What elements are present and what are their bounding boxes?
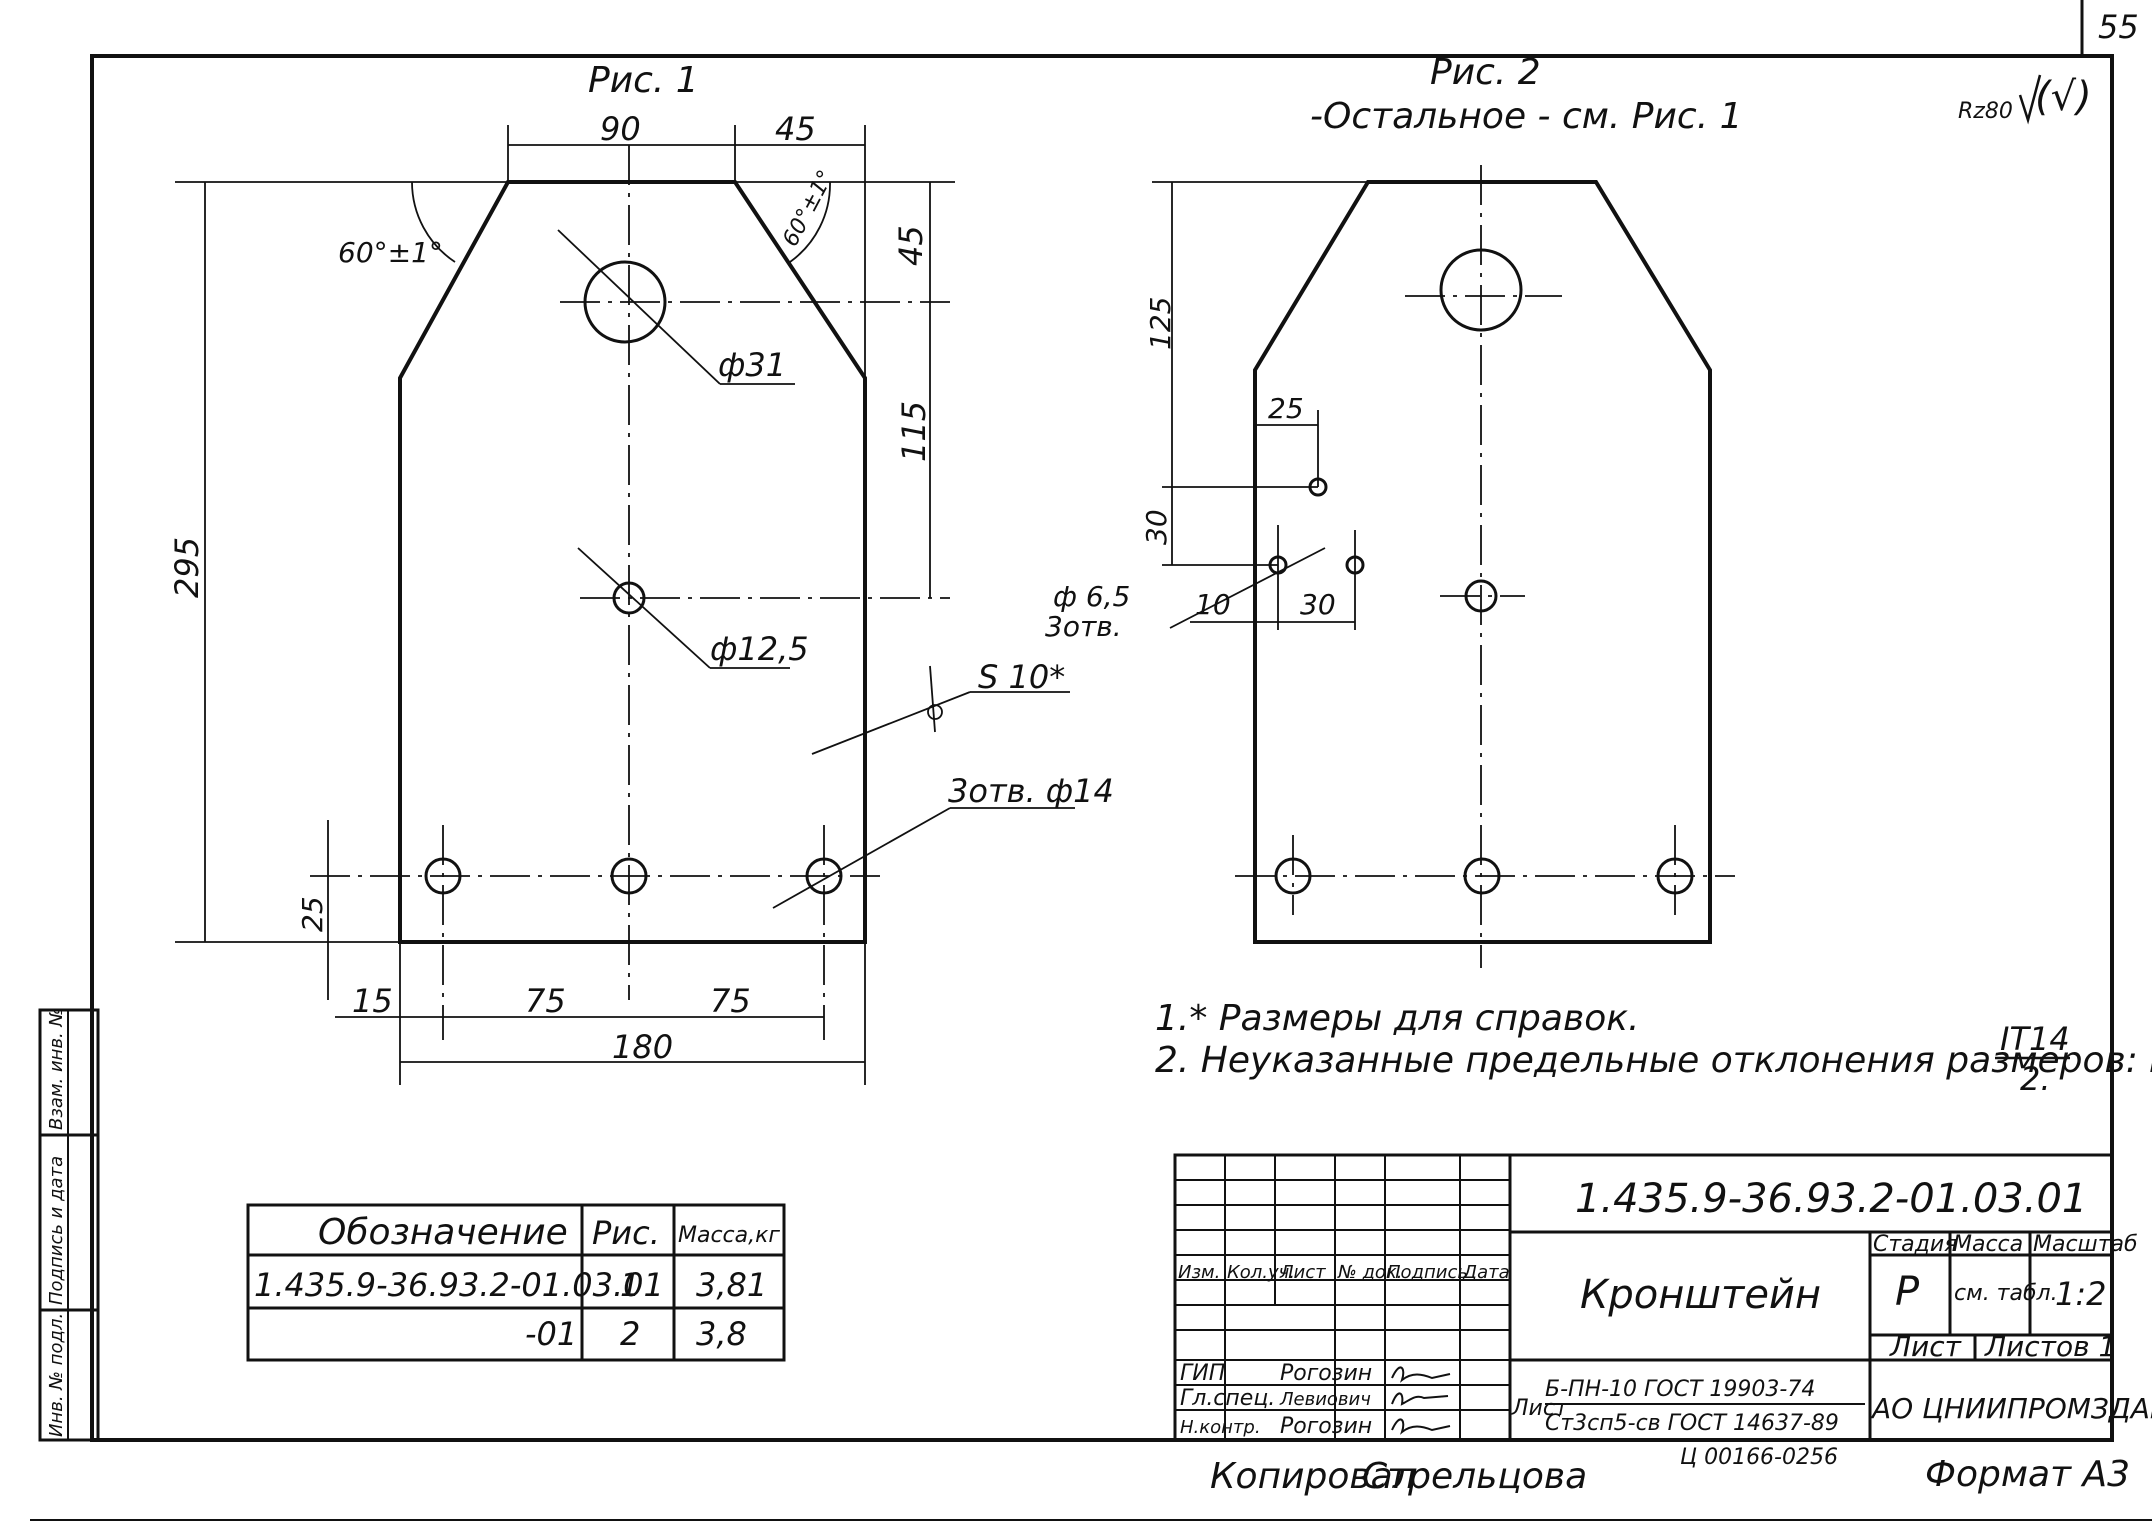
note-2: 2. Неуказанные предельные отклонения раз… [1155, 1040, 2152, 1081]
fig2-subtitle: -Остальное - см. Рис. 1 [1310, 96, 1743, 137]
rev-header-change: Изм. [1178, 1262, 1220, 1283]
table-row2-designation: -01 [525, 1315, 577, 1353]
fig1-thickness-label: S 10* [978, 658, 1065, 696]
stage-label: Стадия [1873, 1232, 1957, 1257]
sheet-format: Формат А3 [1925, 1454, 2130, 1495]
side-stamp-signature: Подпись и дата [46, 1156, 67, 1305]
fig1-dim-bottom-15: 15 [352, 982, 393, 1020]
rev-header-docno: № док. [1337, 1262, 1403, 1283]
staff-name-3: Рогозин [1280, 1414, 1372, 1439]
page-ref: 56 [1810, 1445, 1838, 1470]
staff-role-1: ГИП [1180, 1361, 1225, 1386]
fig2-dim-25: 25 [1268, 392, 1304, 425]
fig2-holes-label-1: ф 6,5 [1053, 580, 1130, 613]
fig1-dim-bottom-75b: 75 [710, 982, 751, 1020]
copier-name: Стрельцова [1362, 1456, 1587, 1497]
rev-header-count: Кол.уч. [1227, 1262, 1295, 1283]
mass-value: см. табл. [1954, 1281, 2058, 1306]
fig1-title: Рис. 1 [588, 60, 699, 101]
roughness-check-icon [2018, 74, 2042, 125]
tolerance-numerator: IT14 [2000, 1020, 2070, 1058]
material-bottom: Ст3сп5-св ГОСТ 14637-89 [1545, 1411, 1839, 1436]
fig1-angle-right: 60°±1° [778, 166, 839, 251]
fig1-dim-top-90: 90 [600, 110, 641, 148]
fig1-dim-top-45: 45 [775, 110, 816, 148]
tolerance-denominator: 2. [2020, 1060, 2051, 1098]
specification-table [246, 1203, 786, 1362]
fig2-dim-30-vertical: 30 [1140, 509, 1173, 545]
staff-signature-3 [1391, 1418, 1451, 1435]
fig2-dim-10: 10 [1195, 588, 1231, 621]
staff-signature-2 [1391, 1392, 1449, 1406]
order-number: Ц 00166-02 [1680, 1445, 1810, 1470]
fig2-plate-outline [1253, 180, 1712, 944]
title-block [1173, 1153, 2114, 1442]
fig1-dim-height-295: 295 [168, 537, 206, 598]
fig1-dim-width-180: 180 [612, 1028, 673, 1066]
drawing-frame [90, 54, 2114, 1442]
sheet-label: Лист [1889, 1330, 1962, 1363]
fig1-bottom-holes-label: 3отв. ф14 [948, 772, 1114, 810]
material-prefix: Лист [1511, 1396, 1569, 1421]
fig2-title: Рис. 2 [1430, 52, 1541, 93]
staff-signature-1 [1391, 1366, 1451, 1383]
staff-role-3: Н.контр. [1180, 1417, 1261, 1438]
rev-header-date: Дата [1462, 1262, 1510, 1283]
table-row2-mass: 3,8 [696, 1315, 747, 1353]
fig1-plate-outline [398, 180, 867, 944]
fig2-dim-30-horizontal: 30 [1300, 588, 1336, 621]
table-header-mass: Масса,кг [678, 1223, 780, 1248]
table-row2-figure: 2 [620, 1315, 640, 1353]
staff-name-2: Левиович [1279, 1389, 1371, 1410]
stage-value: Р [1895, 1269, 1920, 1315]
title-part-name: Кронштейн [1580, 1272, 1821, 1318]
side-stamp-replace: Взам. инв. № [46, 1008, 67, 1130]
fig1-dim-right-45: 45 [892, 225, 930, 266]
mass-label: Масса [1953, 1232, 2023, 1257]
rev-header-signature: Подпись [1387, 1262, 1468, 1283]
scale-label: Масштаб [2033, 1232, 2138, 1257]
table-row1-mass: 3,81 [696, 1266, 767, 1304]
side-stamp-inv-no: Инв. № подл. [46, 1313, 67, 1437]
roughness-label: Rz80 [1958, 99, 2013, 124]
fig2-dim-height-125: 125 [1144, 297, 1177, 350]
fig1-angle-left: 60°±1° [338, 236, 443, 269]
organization: АО ЦНИИПРОМЗДАНИЙ [1870, 1391, 2152, 1425]
rev-header-sheet: Лист [1279, 1262, 1326, 1283]
fig1-dim-right-115: 115 [895, 401, 933, 462]
staff-name-1: Рогозин [1280, 1361, 1372, 1386]
title-doc-number: 1.435.9-36.93.2-01.03.01 [1575, 1176, 2087, 1222]
table-row1-figure: 1 [620, 1266, 640, 1304]
roughness-symbol: (√) [2035, 74, 2092, 120]
fig1-hole-middle-label: ф12,5 [710, 630, 809, 668]
table-header-figure: Рис. [592, 1214, 660, 1252]
fig1-dim-bottom-75a: 75 [525, 982, 566, 1020]
table-header-designation: Обозначение [318, 1212, 568, 1253]
note-1: 1.* Размеры для справок. [1155, 998, 1639, 1039]
sheet-number: 55 [2098, 8, 2139, 46]
fig1-dim-left-25: 25 [296, 896, 329, 932]
staff-role-2: Гл.спец. [1180, 1386, 1275, 1411]
fig1-hole-large-label: ф31 [718, 346, 786, 384]
table-row1-designation: 1.435.9-36.93.2-01.03.01 [254, 1266, 664, 1304]
copied-by: Копировал [1210, 1456, 1416, 1497]
material-top: Б-ПН-10 ГОСТ 19903-74 [1545, 1377, 1815, 1402]
sheets-label: Листов 1 [1984, 1330, 2116, 1363]
scale-value: 1:2 [2055, 1275, 2107, 1313]
fig2-holes-label-2: 3отв. [1045, 610, 1122, 643]
